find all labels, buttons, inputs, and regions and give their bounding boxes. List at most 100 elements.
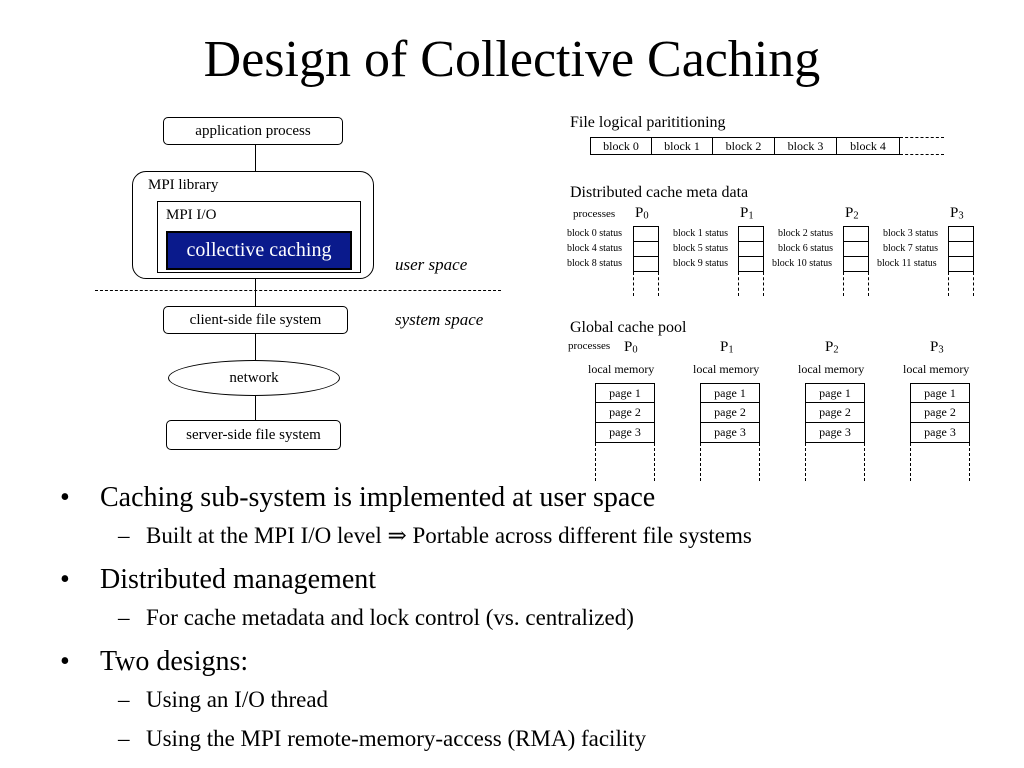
pool-title: Global cache pool — [570, 319, 687, 336]
collective-caching-label: collective caching — [186, 239, 332, 261]
page-label: page 3 — [924, 425, 956, 439]
process-index: 0 — [632, 344, 638, 356]
process-index: 3 — [938, 344, 944, 356]
network-label: network — [229, 369, 279, 386]
page-cell: page 3 — [910, 422, 970, 443]
continuation-dash — [843, 272, 844, 296]
block-cell: block 3 — [774, 137, 837, 155]
process-label: P3 — [950, 205, 964, 222]
process-letter: P — [740, 205, 749, 221]
status-label: block 10 status — [772, 258, 832, 269]
process-label: P0 — [624, 339, 638, 356]
sub-bullet-text: Built at the MPI I/O level ⇒ Portable ac… — [146, 523, 752, 548]
continuation-dash — [763, 272, 764, 296]
process-label: P2 — [825, 339, 839, 356]
continuation-dash — [900, 137, 944, 138]
server-file-system-box: server-side file system — [166, 420, 341, 450]
block-label: block 1 — [664, 138, 700, 153]
application-process-box: application process — [163, 117, 343, 145]
connector-line — [255, 145, 256, 171]
status-label: block 5 status — [673, 243, 728, 254]
connector-line — [255, 396, 256, 420]
process-label: P0 — [635, 205, 649, 222]
continuation-dash — [805, 443, 806, 481]
process-letter: P — [930, 339, 939, 355]
process-letter: P — [624, 339, 633, 355]
application-process-label: application process — [195, 122, 311, 139]
sub-bullet-glyph: – — [118, 726, 130, 751]
page-cell: page 1 — [910, 383, 970, 403]
block-cell: block 4 — [836, 137, 900, 155]
page-label: page 3 — [819, 425, 851, 439]
page-cell: page 2 — [700, 402, 760, 423]
page-cell: page 2 — [805, 402, 865, 423]
status-label: block 7 status — [883, 243, 938, 254]
client-file-system-label: client-side file system — [189, 311, 322, 328]
status-label: block 6 status — [778, 243, 833, 254]
process-index: 2 — [833, 344, 839, 356]
page-cell: page 2 — [910, 402, 970, 423]
page-cell: page 3 — [805, 422, 865, 443]
status-label: block 1 status — [673, 228, 728, 239]
connector-line — [255, 334, 256, 360]
process-letter: P — [825, 339, 834, 355]
page-label: page 1 — [714, 385, 746, 400]
status-label: block 0 status — [567, 228, 622, 239]
status-cell — [948, 256, 974, 272]
bullet-glyph: • — [60, 646, 70, 677]
block-label: block 4 — [850, 138, 886, 153]
page-label: page 1 — [609, 385, 641, 400]
metadata-title: Distributed cache meta data — [570, 184, 749, 201]
bullet-text: Two designs: — [100, 646, 249, 677]
continuation-dash — [738, 272, 739, 296]
partitioning-title: File logical parititioning — [570, 114, 726, 131]
bullet-text: Caching sub-system is implemented at use… — [100, 482, 656, 513]
process-index: 2 — [853, 210, 859, 222]
status-cell — [948, 241, 974, 257]
local-memory-label: local memory — [693, 362, 760, 376]
block-cell: block 2 — [712, 137, 775, 155]
page-label: page 1 — [819, 385, 851, 400]
status-cell — [738, 241, 764, 257]
network-ellipse: network — [168, 360, 340, 396]
local-memory-label: local memory — [588, 362, 655, 376]
sub-bullet-text: Using the MPI remote-memory-access (RMA)… — [146, 726, 647, 751]
server-file-system-label: server-side file system — [186, 426, 321, 443]
process-index: 3 — [958, 210, 964, 222]
sub-bullet-text: For cache metadata and lock control (vs.… — [146, 605, 634, 630]
sub-bullet-glyph: – — [118, 523, 130, 548]
process-index: 1 — [728, 344, 734, 356]
connector-line — [255, 279, 256, 306]
slide-title: Design of Collective Caching — [203, 31, 821, 88]
bullet-glyph: • — [60, 482, 70, 513]
status-cell — [633, 226, 659, 242]
mpi-io-label: MPI I/O — [166, 207, 217, 223]
sub-bullet-glyph: – — [118, 605, 130, 630]
local-memory-label: local memory — [903, 362, 970, 376]
page-cell: page 1 — [595, 383, 655, 403]
continuation-dash — [633, 272, 634, 296]
continuation-dash — [658, 272, 659, 296]
status-cell — [738, 256, 764, 272]
processes-label: processes — [573, 208, 616, 220]
continuation-dash — [700, 443, 701, 481]
status-cell — [633, 241, 659, 257]
continuation-dash — [868, 272, 869, 296]
bullet-text: Distributed management — [100, 564, 377, 595]
status-label: block 8 status — [567, 258, 622, 269]
continuation-dash — [910, 443, 911, 481]
process-letter: P — [950, 205, 959, 221]
page-label: page 3 — [714, 425, 746, 439]
continuation-dash — [969, 443, 970, 481]
bullet-glyph: • — [60, 564, 70, 595]
page-cell: page 1 — [700, 383, 760, 403]
status-cell — [843, 226, 869, 242]
process-letter: P — [845, 205, 854, 221]
page-cell: page 1 — [805, 383, 865, 403]
status-cell — [843, 241, 869, 257]
page-label: page 1 — [924, 385, 956, 400]
status-cell — [633, 256, 659, 272]
sub-bullet-text: Using an I/O thread — [146, 687, 329, 712]
process-letter: P — [720, 339, 729, 355]
mpi-library-label: MPI library — [148, 177, 219, 193]
